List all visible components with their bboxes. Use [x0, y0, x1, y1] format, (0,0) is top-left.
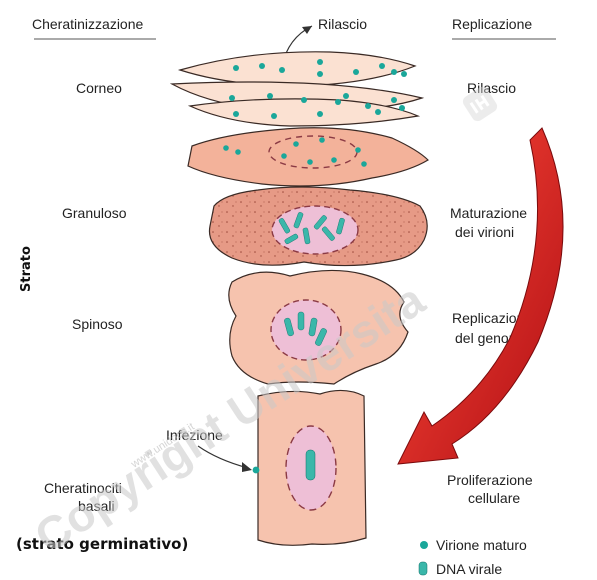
label-granuloso: Granuloso: [62, 205, 127, 221]
release-arrow-head: [302, 26, 312, 34]
infection-arrow-head: [242, 462, 252, 472]
header-replicazione: Replicazione: [452, 16, 532, 32]
corneo-cell-top: [180, 52, 415, 86]
legend-dna-virale: DNA virale: [436, 561, 502, 577]
corneo-layer: [172, 52, 422, 126]
upper-granular-cell: [188, 128, 428, 186]
label-proliferazione: Proliferazione: [447, 472, 533, 488]
label-spinoso: Spinoso: [72, 316, 123, 332]
legend-dna-icon: [419, 562, 427, 575]
legend-virion-icon: [420, 541, 428, 549]
label-maturazione: Maturazione: [450, 205, 527, 221]
basal-dna: [306, 450, 315, 480]
label-strato: Strato: [19, 246, 34, 292]
legend-virione-maturo: Virione maturo: [436, 537, 527, 553]
label-corneo: Corneo: [76, 80, 122, 96]
label-dei-virioni: dei virioni: [455, 224, 514, 240]
header-cheratinizzazione: Cheratinizzazione: [32, 16, 143, 32]
replication-cycle-arrow: [398, 128, 563, 464]
granuloso-cell: [209, 187, 427, 266]
label-cellulare: cellulare: [468, 490, 520, 506]
header-rilascio: Rilascio: [318, 16, 367, 32]
entering-virion: [253, 467, 260, 474]
